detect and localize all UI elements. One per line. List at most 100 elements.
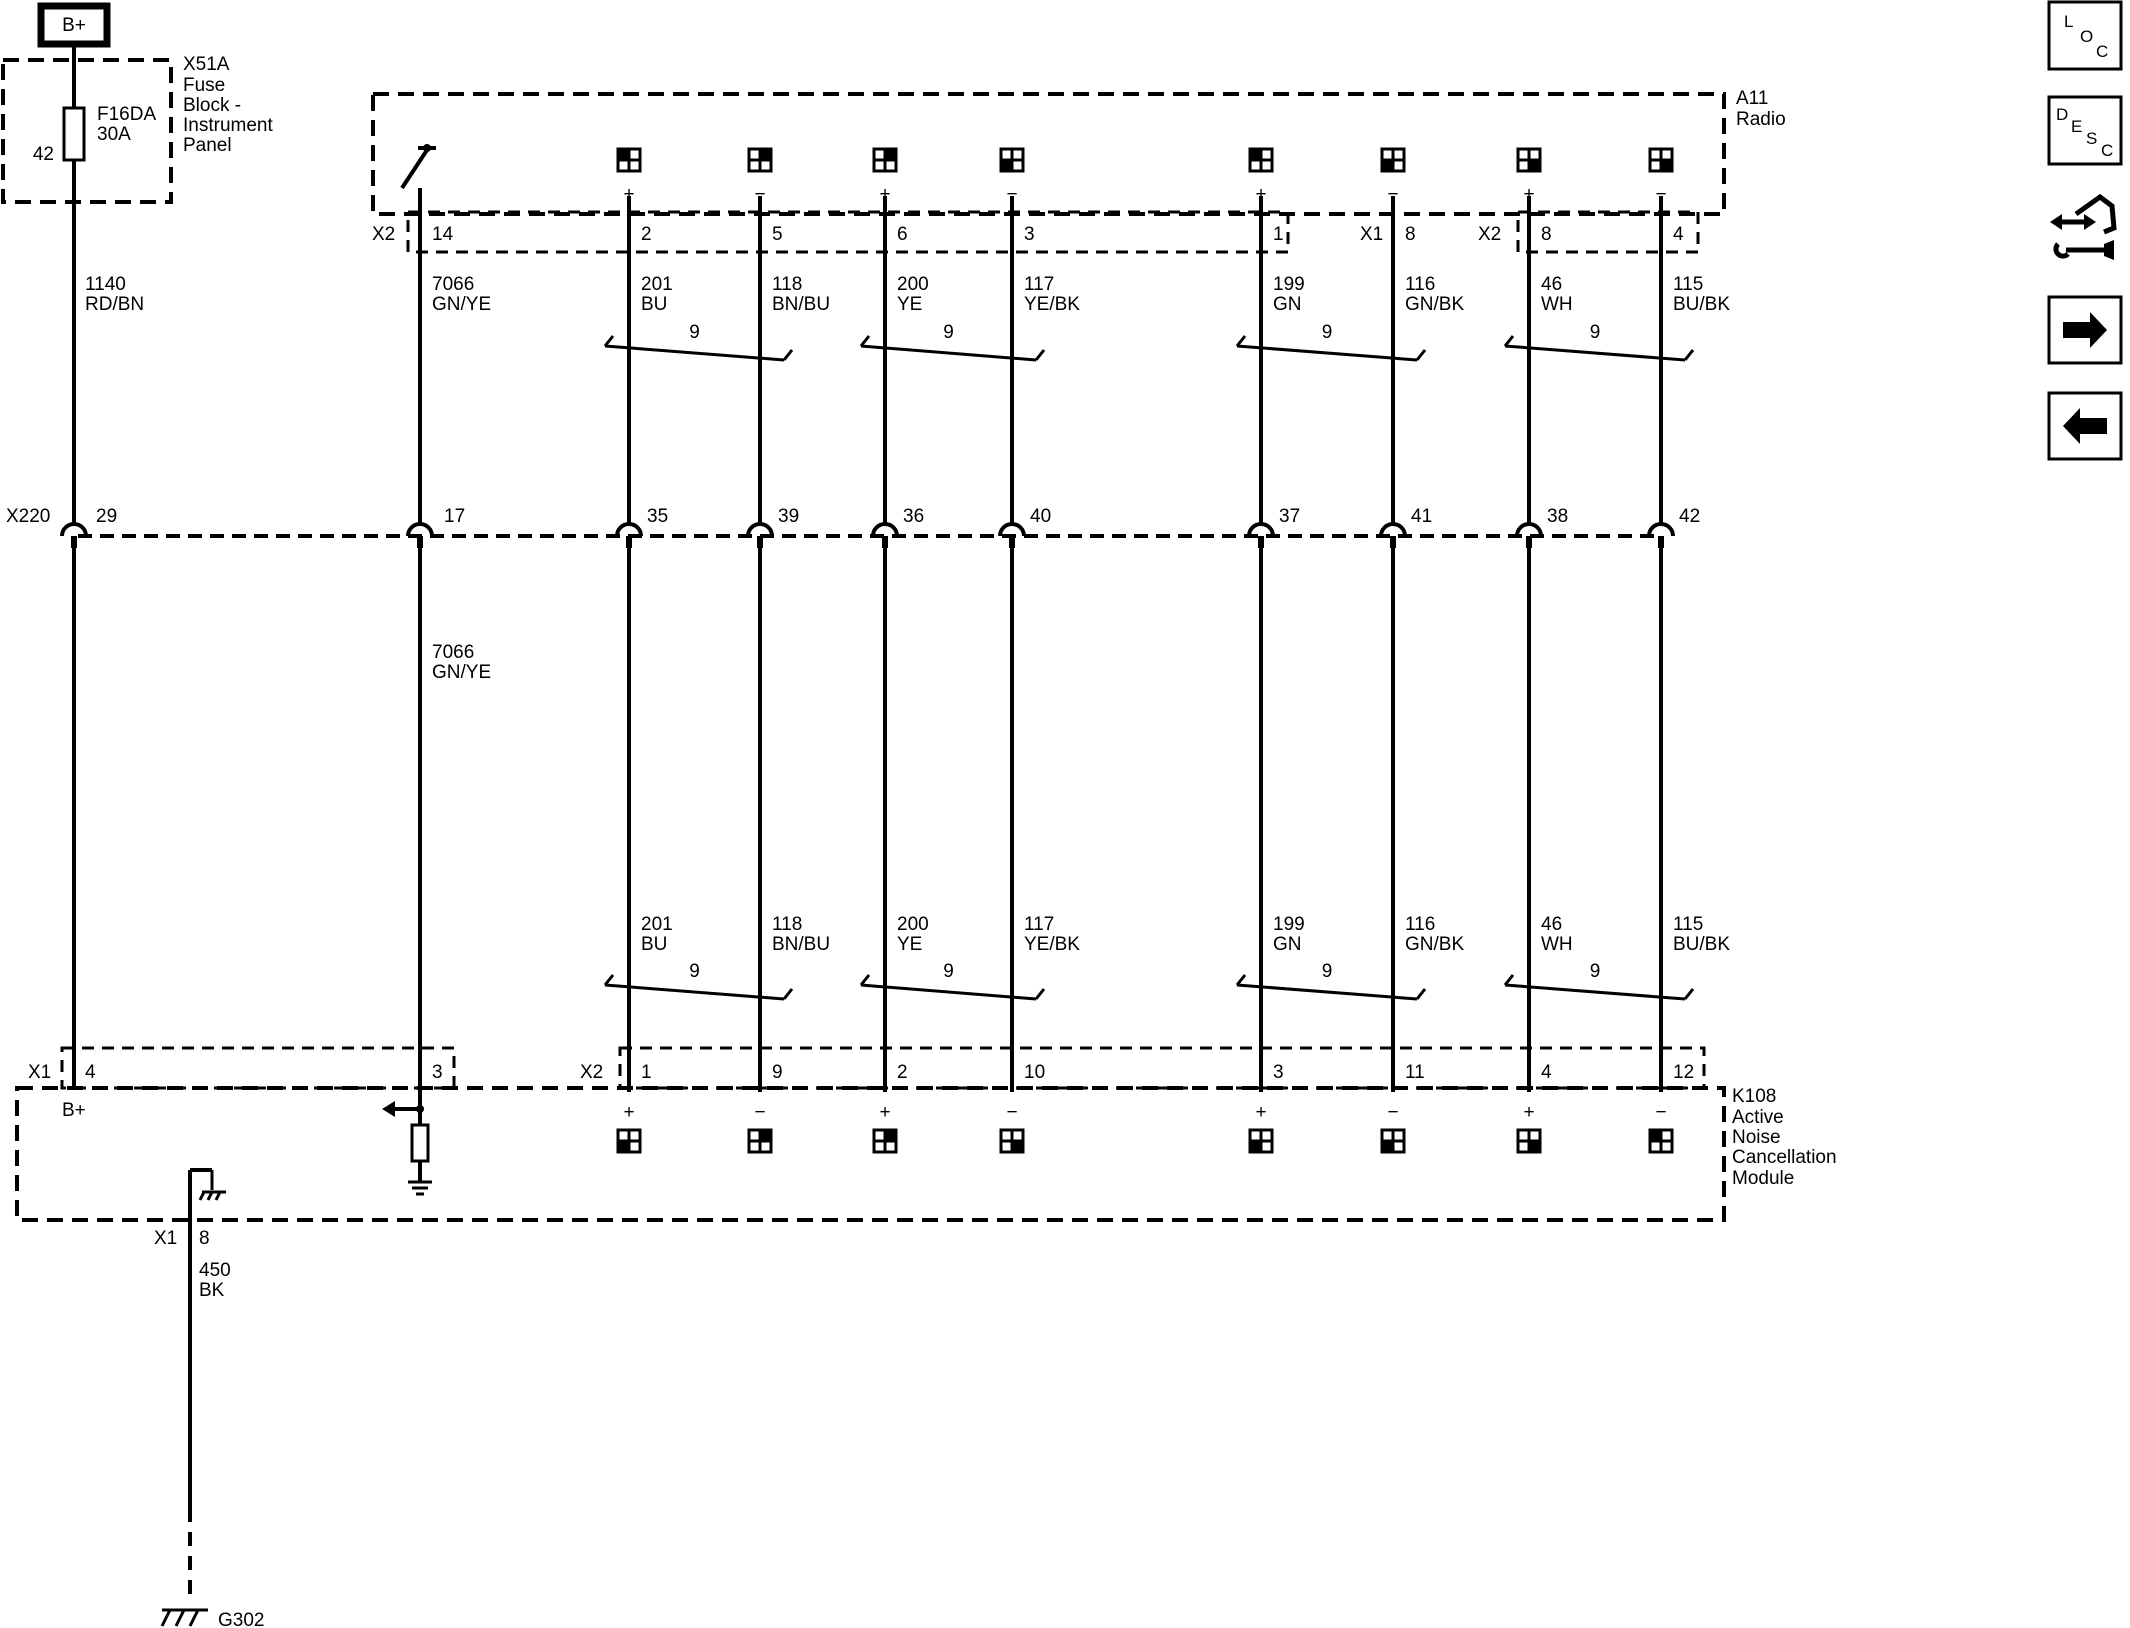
module-pin: 2 [897, 1062, 908, 1083]
fuse-block-name-2: Block - [183, 95, 241, 116]
internal-ground-icon [188, 1168, 226, 1232]
next-page-button[interactable] [2047, 295, 2123, 365]
switch-icon [400, 144, 436, 196]
fuse-block-name-4: Panel [183, 135, 232, 156]
radio-pin: 2 [641, 224, 652, 245]
inline-power-pin: 29 [96, 506, 117, 527]
radio-speaker-terminal-icon [1248, 147, 1274, 173]
module-connector-x2: X2 [580, 1062, 603, 1083]
signal-wire: 7066 GN/YE 7066 GN/YE [418, 196, 491, 1115]
inline-terminal-power [60, 522, 88, 548]
inline-terminal [615, 522, 643, 537]
anc-module: X1 X2 4 3 B+ K108 Active Noise Cancellat… [15, 1046, 1837, 1249]
module-speaker-terminal-icon [872, 1128, 898, 1154]
radio-name: Radio [1736, 109, 1786, 130]
radio-polarity: − [1655, 184, 1666, 205]
module-pin: 4 [1541, 1062, 1552, 1083]
module-name-1: Active [1732, 1107, 1784, 1128]
radio-pin: 8 [1405, 224, 1416, 245]
circuit-color-top: YE [897, 294, 922, 315]
circuit-color-top: BU [641, 294, 667, 315]
module-x2-connector-box [618, 1046, 1706, 1090]
radio-speaker-terminal-icon [1648, 147, 1674, 173]
inline-terminal [1515, 522, 1543, 537]
ground-wire: 450 BK [188, 1232, 231, 1600]
twisted-pair-label: 9 [943, 961, 954, 982]
twisted-pair-label: 9 [1590, 322, 1601, 343]
radio-polarity: + [623, 184, 634, 205]
fuse-block-id: X51A [183, 54, 230, 75]
ground-id: G302 [218, 1610, 264, 1628]
location-button[interactable]: L O C [2047, 0, 2123, 71]
circuit-color-bottom: BU/BK [1673, 934, 1730, 955]
twisted-pair-label: 9 [1322, 322, 1333, 343]
module-pin: 11 [1405, 1062, 1425, 1083]
radio-speaker-terminal-icon [747, 147, 773, 173]
fuse-symbol [62, 106, 86, 162]
circuit-color-top: GN/BK [1405, 294, 1464, 315]
ground-circuit-number: 450 [199, 1260, 231, 1281]
radio-pin: 3 [1024, 224, 1035, 245]
circuit-number-top: 117 [1024, 274, 1054, 295]
connector-wrench-button[interactable] [2050, 193, 2117, 260]
module-name-4: Module [1732, 1168, 1794, 1189]
power-circuit-number: 1140 [85, 274, 126, 295]
power-wire: 1140 RD/BN [72, 44, 144, 1088]
twisted-pair-icon: 9 [859, 961, 1046, 1001]
module-pin: 9 [772, 1062, 783, 1083]
twisted-pair-label: 9 [1322, 961, 1333, 982]
radio-connector-x2: X2 [372, 224, 395, 245]
circuit-number-bottom: 118 [772, 914, 802, 935]
module-pin: 10 [1024, 1062, 1045, 1083]
svg-text:C: C [2101, 141, 2113, 160]
module-speaker-terminal-icon [616, 1128, 642, 1154]
radio-polarity: − [1006, 184, 1017, 205]
circuit-color-bottom: GN [1273, 934, 1302, 955]
inline-pin: 40 [1030, 506, 1051, 527]
radio-pin: 8 [1541, 224, 1552, 245]
module-power-label: B+ [62, 1100, 86, 1121]
resistor-icon [410, 1115, 430, 1182]
circuit-number-top: 200 [897, 274, 929, 295]
module-power-pin: 4 [85, 1062, 96, 1083]
twisted-pair-label: 9 [689, 322, 700, 343]
previous-page-button[interactable] [2047, 391, 2123, 461]
circuit-number-top: 201 [641, 274, 673, 295]
twisted-pair-icon: 9 [603, 322, 794, 362]
twisted-pair-icon: 9 [1235, 961, 1427, 1001]
twisted-pair-icon: 9 [1235, 322, 1427, 362]
inline-connector-x220: X220 29 17 [6, 506, 1658, 548]
radio-connector-x2b: X2 [1478, 224, 1501, 245]
circuit-color-top: YE/BK [1024, 294, 1080, 315]
inline-pin: 35 [647, 506, 668, 527]
radio-pin: 6 [897, 224, 908, 245]
signal-circuit-number-top: 7066 [432, 274, 474, 295]
module-speaker-terminal-icon [1248, 1128, 1274, 1154]
twisted-pair-icon: 9 [1503, 961, 1695, 1001]
module-ground-pin: 8 [199, 1228, 210, 1249]
battery-terminal: B+ [37, 2, 111, 48]
inline-terminal [1247, 522, 1275, 537]
fuse-cavity: 42 [33, 144, 54, 165]
module-connector-x1: X1 [28, 1062, 51, 1083]
radio-pin: 4 [1673, 224, 1684, 245]
description-button[interactable]: D E S C [2047, 95, 2123, 166]
twisted-pair-label: 9 [943, 322, 954, 343]
module-id: K108 [1732, 1086, 1776, 1107]
module-speaker-terminal-icon [1380, 1128, 1406, 1154]
radio-polarity: − [1387, 184, 1398, 205]
signal-input-arrow-icon [382, 1101, 424, 1117]
radio-polarity: + [879, 184, 890, 205]
module-pin: 1 [641, 1062, 652, 1083]
circuit-color-bottom: BN/BU [772, 934, 830, 955]
module-polarity: − [1387, 1102, 1398, 1123]
inline-pin: 39 [778, 506, 799, 527]
radio-polarity: + [1523, 184, 1534, 205]
radio-speaker-terminal-icon [1380, 147, 1406, 173]
module-name-3: Cancellation [1732, 1147, 1837, 1168]
